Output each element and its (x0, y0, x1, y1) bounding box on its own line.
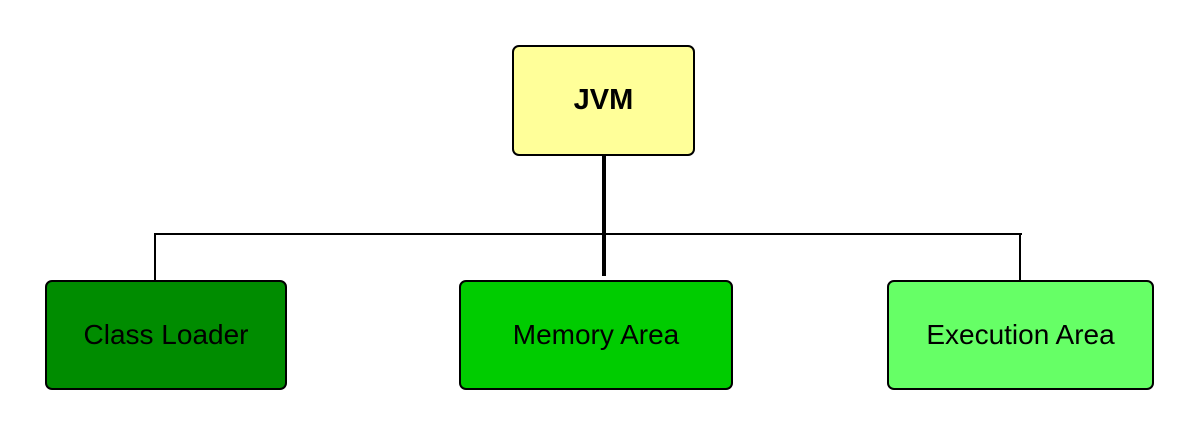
jvm-node: JVM (512, 45, 695, 156)
execution-area-label: Execution Area (926, 319, 1115, 350)
jvm-node-label: JVM (573, 84, 634, 116)
memory-area-label: Memory Area (512, 319, 680, 350)
execution-area-node: Execution Area (887, 280, 1154, 390)
memory-area-node: Memory Area (459, 280, 733, 390)
class-loader-node: Class Loader (45, 280, 287, 390)
class-loader-label: Class Loader (83, 319, 249, 350)
